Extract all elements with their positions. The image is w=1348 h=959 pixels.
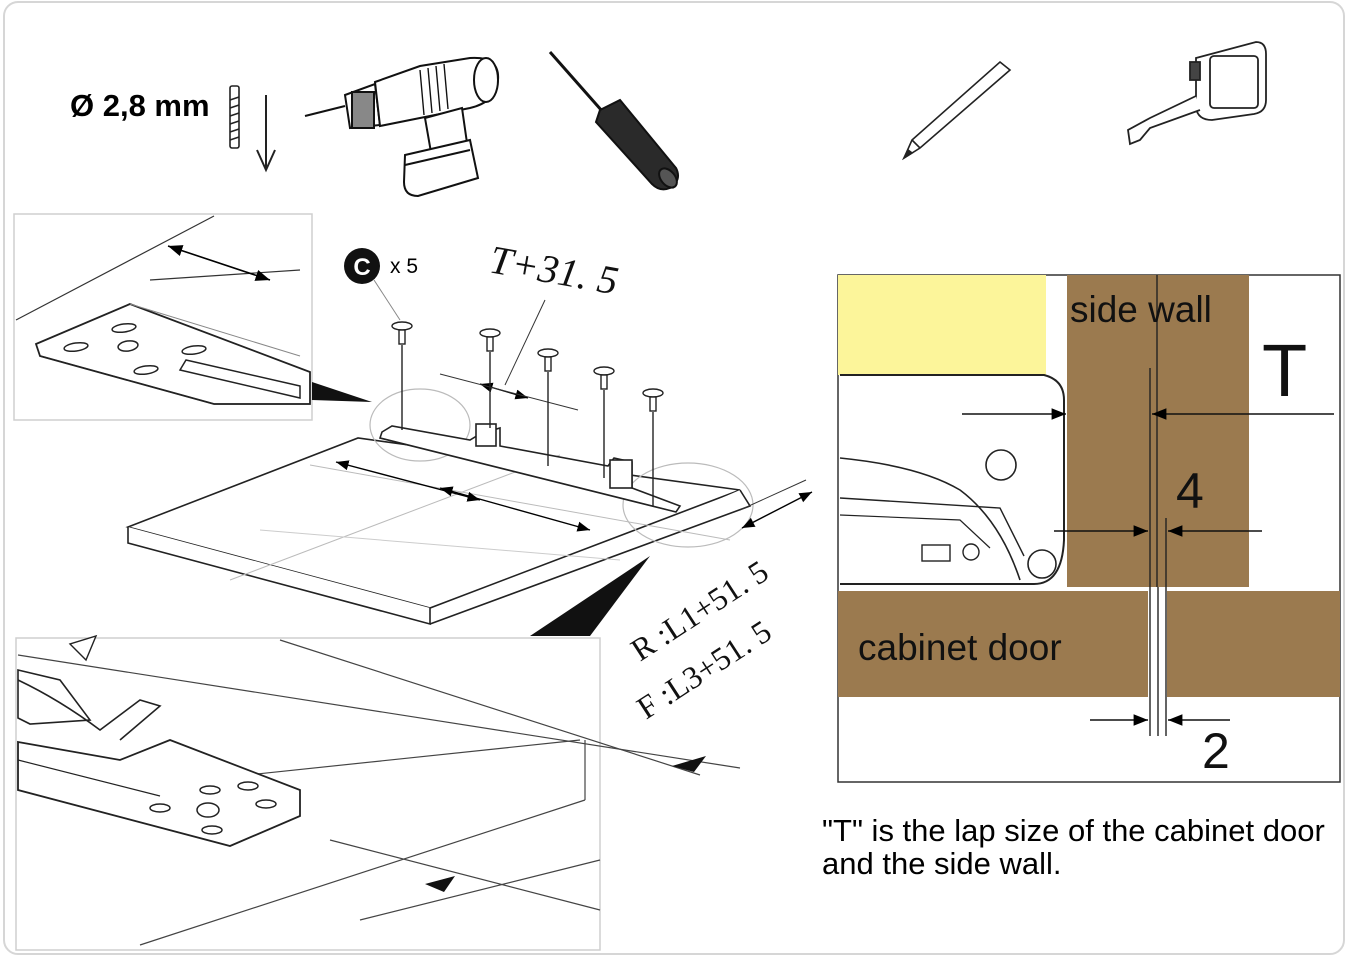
slide-rail xyxy=(378,423,682,513)
screw-5 xyxy=(642,388,664,506)
rear-offset-extension xyxy=(439,373,579,411)
rear-offset-leader xyxy=(504,299,546,386)
tape-measure-icon xyxy=(1127,41,1267,146)
screw-2 xyxy=(479,328,501,428)
hinge-pivot xyxy=(1027,549,1057,579)
gap-2-label: 2 xyxy=(1202,723,1230,779)
drill-icon xyxy=(304,56,500,198)
rail-dimension-2 xyxy=(439,486,591,532)
pencil-icon xyxy=(902,60,1012,161)
page-frame xyxy=(3,1,1345,955)
rear-offset-label: T+31. 5 xyxy=(486,237,621,304)
drill-size-label: Ø 2,8 mm xyxy=(70,88,210,123)
screw-count-label: x 5 xyxy=(390,255,419,278)
inset-arrow-2 xyxy=(425,876,455,892)
down-arrow-icon xyxy=(256,95,276,173)
inset-pointer xyxy=(312,382,372,402)
hinge-hole xyxy=(985,449,1017,481)
cabinet-door-label: cabinet door xyxy=(858,627,1062,668)
screw-4 xyxy=(593,366,615,478)
inset-arrow-1 xyxy=(672,756,706,772)
side-wall-label: side wall xyxy=(1070,289,1212,330)
drawer-bottom-panel xyxy=(125,437,752,626)
detail-section: side wall cabinet door T 4 2 xyxy=(837,274,1341,783)
bottom-left-inset xyxy=(15,634,741,951)
length-arrow xyxy=(741,491,813,529)
hinge-cup xyxy=(840,374,1065,585)
screw-icon xyxy=(229,85,240,149)
hinge-screw-hole xyxy=(962,543,980,561)
screw-3 xyxy=(537,348,559,466)
screw-set xyxy=(391,321,664,506)
screw-badge-letter: C xyxy=(353,254,370,281)
t-label: T xyxy=(1262,329,1307,412)
top-left-inset xyxy=(13,213,313,421)
highlight-panel xyxy=(838,275,1046,375)
screwdriver-icon xyxy=(548,51,679,191)
hinge-slot xyxy=(921,544,951,562)
caption-text: "T" is the lap size of the cabinet door … xyxy=(822,813,1325,881)
cabinet-door-left-block xyxy=(838,591,1148,697)
bottom-inset-pointer xyxy=(530,556,650,636)
cabinet-door-right-block xyxy=(1167,591,1340,697)
gap-4-label: 4 xyxy=(1176,463,1204,519)
length-extension xyxy=(739,479,807,511)
screw-1 xyxy=(391,321,413,430)
side-wall-block xyxy=(1067,275,1249,587)
screw-badge: C xyxy=(344,248,401,321)
